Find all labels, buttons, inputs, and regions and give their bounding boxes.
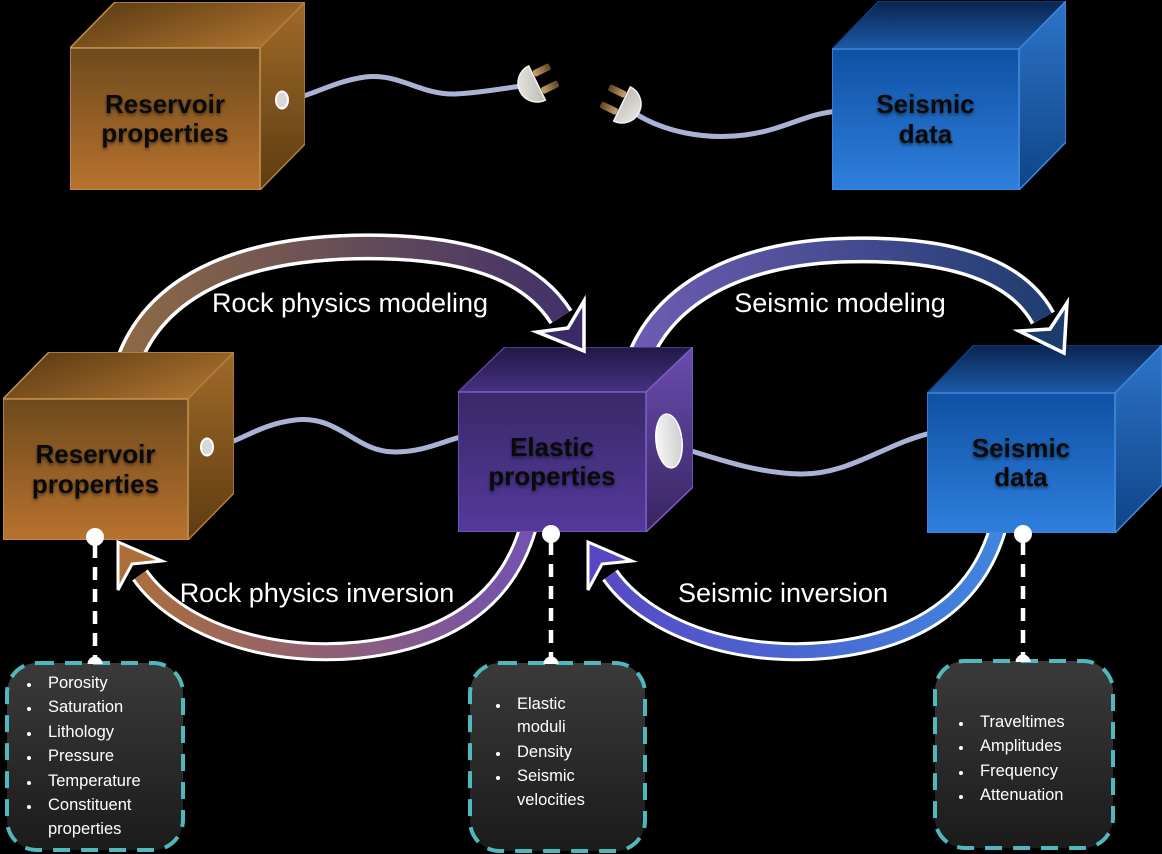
box-elastic-mid [458, 347, 693, 532]
seismic-inversion-arrow-body [604, 526, 1005, 659]
seismic-modeling-label: Seismic modeling [734, 288, 946, 318]
seismic-modeling-arrow-body [622, 239, 1052, 388]
rock-physics-modeling-arrow-body [112, 236, 570, 388]
rock-physics-modeling-label: Rock physics modeling [211, 288, 489, 318]
list-item: Lithology [41, 721, 167, 744]
reservoir-properties-items: PorositySaturationLithologyPressureTempe… [7, 663, 183, 841]
plug-right-body [612, 85, 642, 124]
anchor-bump-seismic [1015, 654, 1031, 662]
plug-right-icon [599, 84, 642, 124]
rock-physics-inversion-label: Rock physics inversion [179, 578, 455, 608]
plug-left-prong [532, 63, 551, 77]
list-item: Pressure [41, 745, 167, 768]
list-item: Elastic moduli [510, 693, 601, 740]
plug-right-prong [608, 84, 627, 98]
box-seismic-mid [927, 345, 1162, 533]
list-item: Constituent properties [41, 794, 167, 841]
list-item: Porosity [41, 672, 167, 695]
rock-physics-inversion-arrow-body [134, 526, 535, 659]
seismic-modeling-arrowhead [1012, 296, 1070, 356]
anchor-dot-elastic [542, 525, 560, 543]
cable-socket-top [275, 90, 289, 110]
list-item: Density [510, 741, 601, 764]
elastic-properties-list: Elastic moduliDensitySeismic velocities [470, 663, 645, 851]
anchor-bump-reservoir [87, 656, 103, 664]
list-item: Seismic velocities [510, 765, 601, 812]
list-item: Saturation [41, 696, 167, 719]
seismic-data-items: TraveltimesAmplitudesFrequencyAttenuatio… [935, 661, 1113, 808]
plug-right-prong [599, 101, 618, 115]
box-seismic-mid-frontface [927, 392, 1116, 533]
anchor-dot-reservoir [86, 528, 104, 546]
seismic-inversion-arrowhead [586, 539, 638, 591]
box-seismic-top [832, 1, 1066, 190]
rock-physics-modeling-arrowhead [530, 294, 586, 354]
seismic-inversion-label: Seismic inversion [677, 578, 889, 608]
list-item: Traveltimes [973, 711, 1089, 734]
cable-socket-mid [200, 437, 214, 457]
elastic-properties-items: Elastic moduliDensitySeismic velocities [470, 663, 645, 812]
seismic-data-list: TraveltimesAmplitudesFrequencyAttenuatio… [935, 661, 1113, 848]
box-reservoir-top [70, 2, 305, 190]
plug-left-icon [517, 63, 560, 103]
reservoir-properties-list: PorositySaturationLithologyPressureTempe… [7, 663, 183, 850]
plug-left-prong [541, 80, 560, 94]
cable-mid-right [669, 429, 938, 477]
cable-top-right [633, 108, 843, 139]
list-item: Temperature [41, 770, 167, 793]
plug-left-body [517, 64, 547, 103]
list-item: Attenuation [973, 784, 1089, 807]
speaker-oval [655, 413, 683, 469]
list-item: Amplitudes [973, 735, 1089, 758]
box-reservoir-mid-frontface [3, 398, 189, 540]
cable-top-left [281, 74, 525, 103]
anchor-bump-elastic [543, 656, 559, 664]
rock-physics-inversion-arrowhead [116, 539, 168, 591]
box-elastic-mid-frontface [458, 391, 647, 532]
box-reservoir-mid [3, 352, 234, 540]
box-seismic-top-frontface [832, 48, 1020, 190]
list-item: Frequency [973, 760, 1089, 783]
cable-mid-left [205, 417, 468, 455]
anchor-dot-seismic [1014, 525, 1032, 543]
box-reservoir-top-frontface [70, 47, 261, 190]
